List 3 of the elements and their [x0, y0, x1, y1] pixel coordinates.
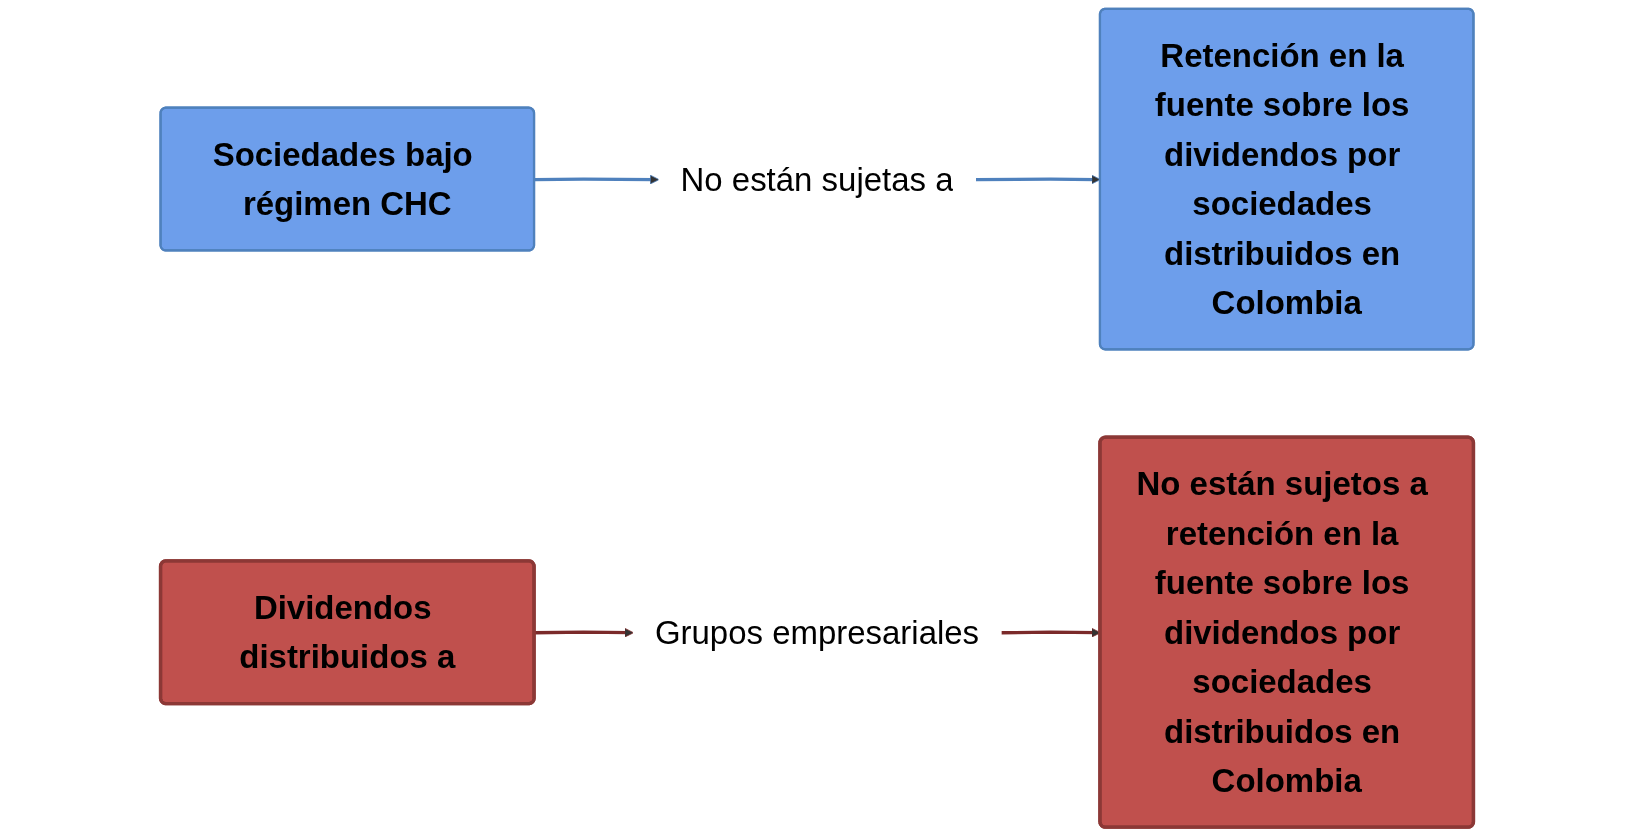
arrow: [534, 174, 660, 185]
node-text: Grupos empresariales: [654, 614, 980, 651]
node-text: No están sujetas a: [680, 160, 954, 198]
